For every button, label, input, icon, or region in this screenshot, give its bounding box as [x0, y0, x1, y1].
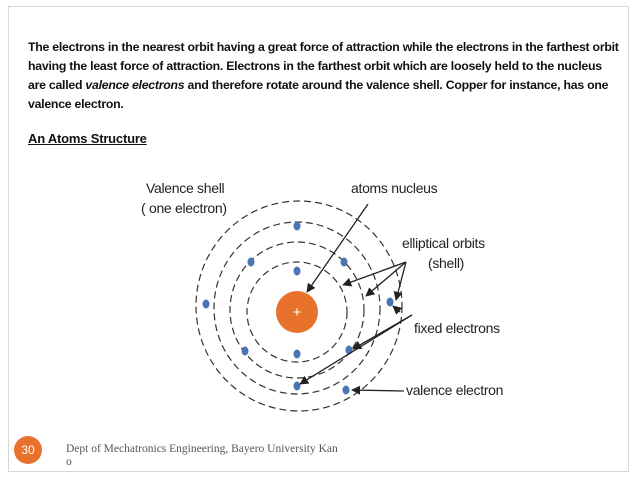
arrow-fixed-b — [299, 314, 413, 385]
section-heading: An Atoms Structure — [28, 131, 147, 146]
arrow-nucleus — [306, 203, 369, 293]
arrow-orbit-b — [365, 261, 407, 297]
paragraph-text-1: The electrons in the nearest orbit havin… — [28, 40, 619, 92]
label-valence-shell-sub: ( one electron) — [141, 200, 227, 216]
paragraph-text-2: and therefore rotate around the valence … — [28, 78, 609, 111]
label-valence-shell: Valence shell — [146, 180, 225, 196]
nucleus — [276, 291, 318, 333]
electron — [293, 349, 301, 359]
slide-frame — [8, 6, 629, 472]
electron — [342, 385, 350, 395]
arrow-valence — [351, 385, 405, 395]
electron — [293, 221, 301, 231]
label-valence-electron: valence electron — [406, 382, 504, 398]
electrons — [202, 221, 394, 395]
intro-paragraph: The electrons in the nearest orbit havin… — [28, 38, 620, 114]
slide-number-badge: 30 — [14, 436, 42, 464]
arrow-orbit-a — [342, 261, 407, 287]
electron — [293, 266, 301, 276]
label-elliptical-orbits: elliptical orbits — [402, 235, 485, 251]
arrow-orbit-c — [393, 261, 407, 301]
paragraph-italic-term: valence electrons — [85, 78, 185, 92]
label-shell: (shell) — [428, 255, 465, 271]
arrow-fixed-c — [392, 305, 403, 315]
electron — [247, 257, 255, 267]
electron — [241, 346, 249, 356]
label-atoms-nucleus: atoms nucleus — [351, 180, 438, 196]
electron — [293, 381, 301, 391]
electron — [340, 257, 348, 267]
electron — [386, 297, 394, 307]
electron — [202, 299, 210, 309]
orbit-1 — [246, 261, 348, 363]
orbit-2 — [229, 241, 365, 379]
nucleus-plus-sign: + — [293, 304, 302, 321]
label-fixed-electrons: fixed electrons — [414, 320, 500, 336]
footer-text: Dept of Mechatronics Engineering, Bayero… — [66, 443, 338, 468]
